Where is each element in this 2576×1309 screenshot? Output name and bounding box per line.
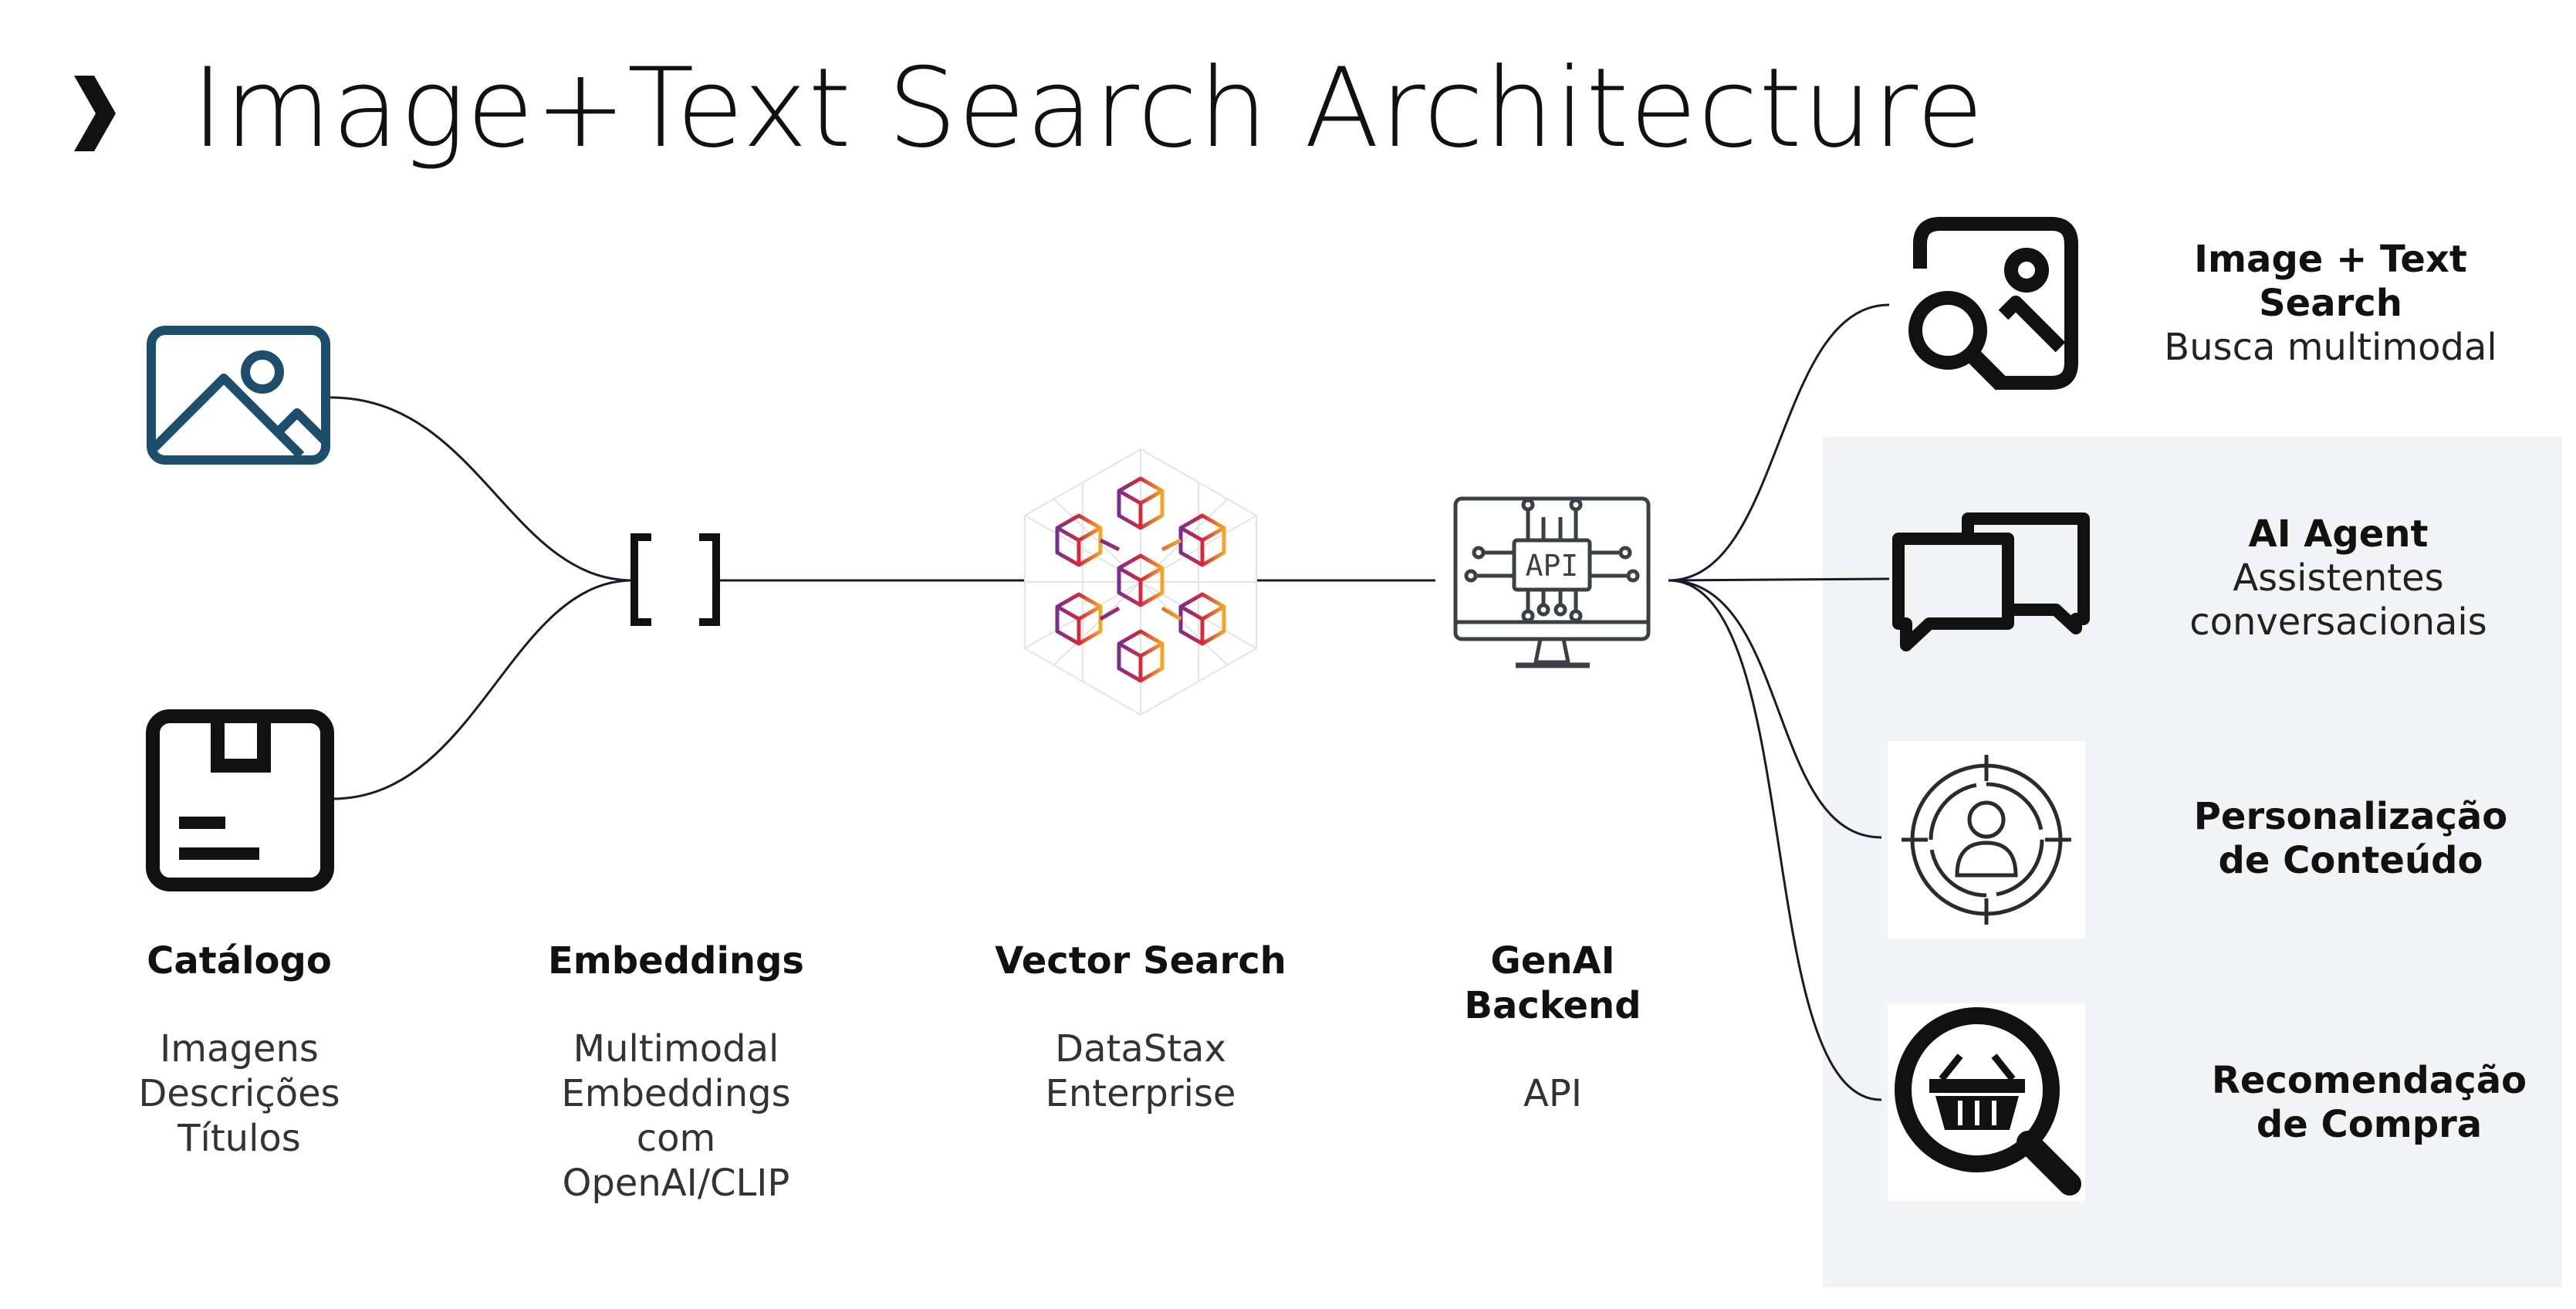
stage-heading: Backend [1464, 984, 1641, 1027]
output-desc: Assistentes [2233, 556, 2444, 600]
stage-heading: GenAI [1490, 939, 1615, 983]
output-desc: Busca multimodal [2164, 326, 2497, 369]
stage-desc: Descrições [138, 1072, 340, 1115]
stage-vector-search-label: Vector Search DataStax Enterprise [979, 939, 1303, 1116]
connector-box-to-embeddings [331, 579, 634, 800]
output-heading: de Conteúdo [2218, 839, 2483, 882]
stage-desc: OpenAI/CLIP [562, 1162, 790, 1205]
output-ai-agent-label: AI Agent Assistentes conversacionais [2138, 512, 2539, 644]
output-desc: conversacionais [2189, 600, 2487, 644]
output-heading: de Compra [2256, 1103, 2483, 1146]
connector-backend-to-agent [1668, 577, 1890, 582]
stage-desc: Imagens [160, 1027, 319, 1071]
chevron-right-icon [74, 76, 116, 151]
connector-lines [330, 303, 1890, 1101]
output-heading: Search [2259, 282, 2402, 325]
stage-desc: Títulos [177, 1117, 301, 1160]
output-heading: Personalização [2193, 795, 2508, 838]
stage-embeddings-label: Embeddings Multimodal Embeddings com Ope… [514, 939, 838, 1206]
image-search-icon [1908, 217, 2078, 391]
page-title: Image+Text Search Architecture [191, 45, 1985, 172]
output-heading: AI Agent [2248, 512, 2429, 556]
connector-backend-to-search [1668, 303, 1890, 582]
output-personalization-label: Personalização de Conteúdo [2150, 795, 2551, 883]
output-image-text-search-label: Image + Text Search Busca multimodal [2130, 238, 2531, 370]
stage-desc: Enterprise [1045, 1072, 1236, 1115]
chat-bubbles-icon [1892, 512, 2090, 651]
image-icon [147, 326, 330, 465]
stage-heading: Vector Search [995, 939, 1286, 983]
basket-search-icon [1895, 1007, 2081, 1196]
cubes [1055, 476, 1226, 683]
output-recommendation-label: Recomendação de Compra [2169, 1059, 2570, 1147]
stage-heading: Embeddings [548, 939, 804, 983]
brackets-icon [630, 533, 720, 626]
stage-desc: Embeddings [561, 1072, 791, 1115]
stage-desc: com [636, 1117, 716, 1160]
connector-backend-to-recommendation [1668, 579, 1882, 1101]
connector-backend-to-personalization [1668, 579, 1882, 839]
api-monitor-icon: API [1453, 496, 1651, 668]
stage-backend-label: GenAI Backend API [1391, 939, 1715, 1116]
stage-desc: API [1523, 1072, 1582, 1115]
cube-network-icon [1024, 448, 1257, 716]
user-target-icon [1902, 755, 2071, 925]
connector-image-to-embeddings [330, 396, 634, 582]
stage-catalog-label: Catálogo Imagens Descrições Títulos [77, 939, 401, 1161]
output-heading: Image + Text [2194, 238, 2467, 281]
stage-heading: Catálogo [147, 939, 332, 983]
output-heading: Recomendação [2211, 1059, 2527, 1102]
stage-desc: DataStax [1055, 1027, 1226, 1071]
package-box-icon [146, 709, 334, 891]
svg-text:API: API [1526, 549, 1579, 583]
stage-desc: Multimodal [573, 1027, 779, 1071]
